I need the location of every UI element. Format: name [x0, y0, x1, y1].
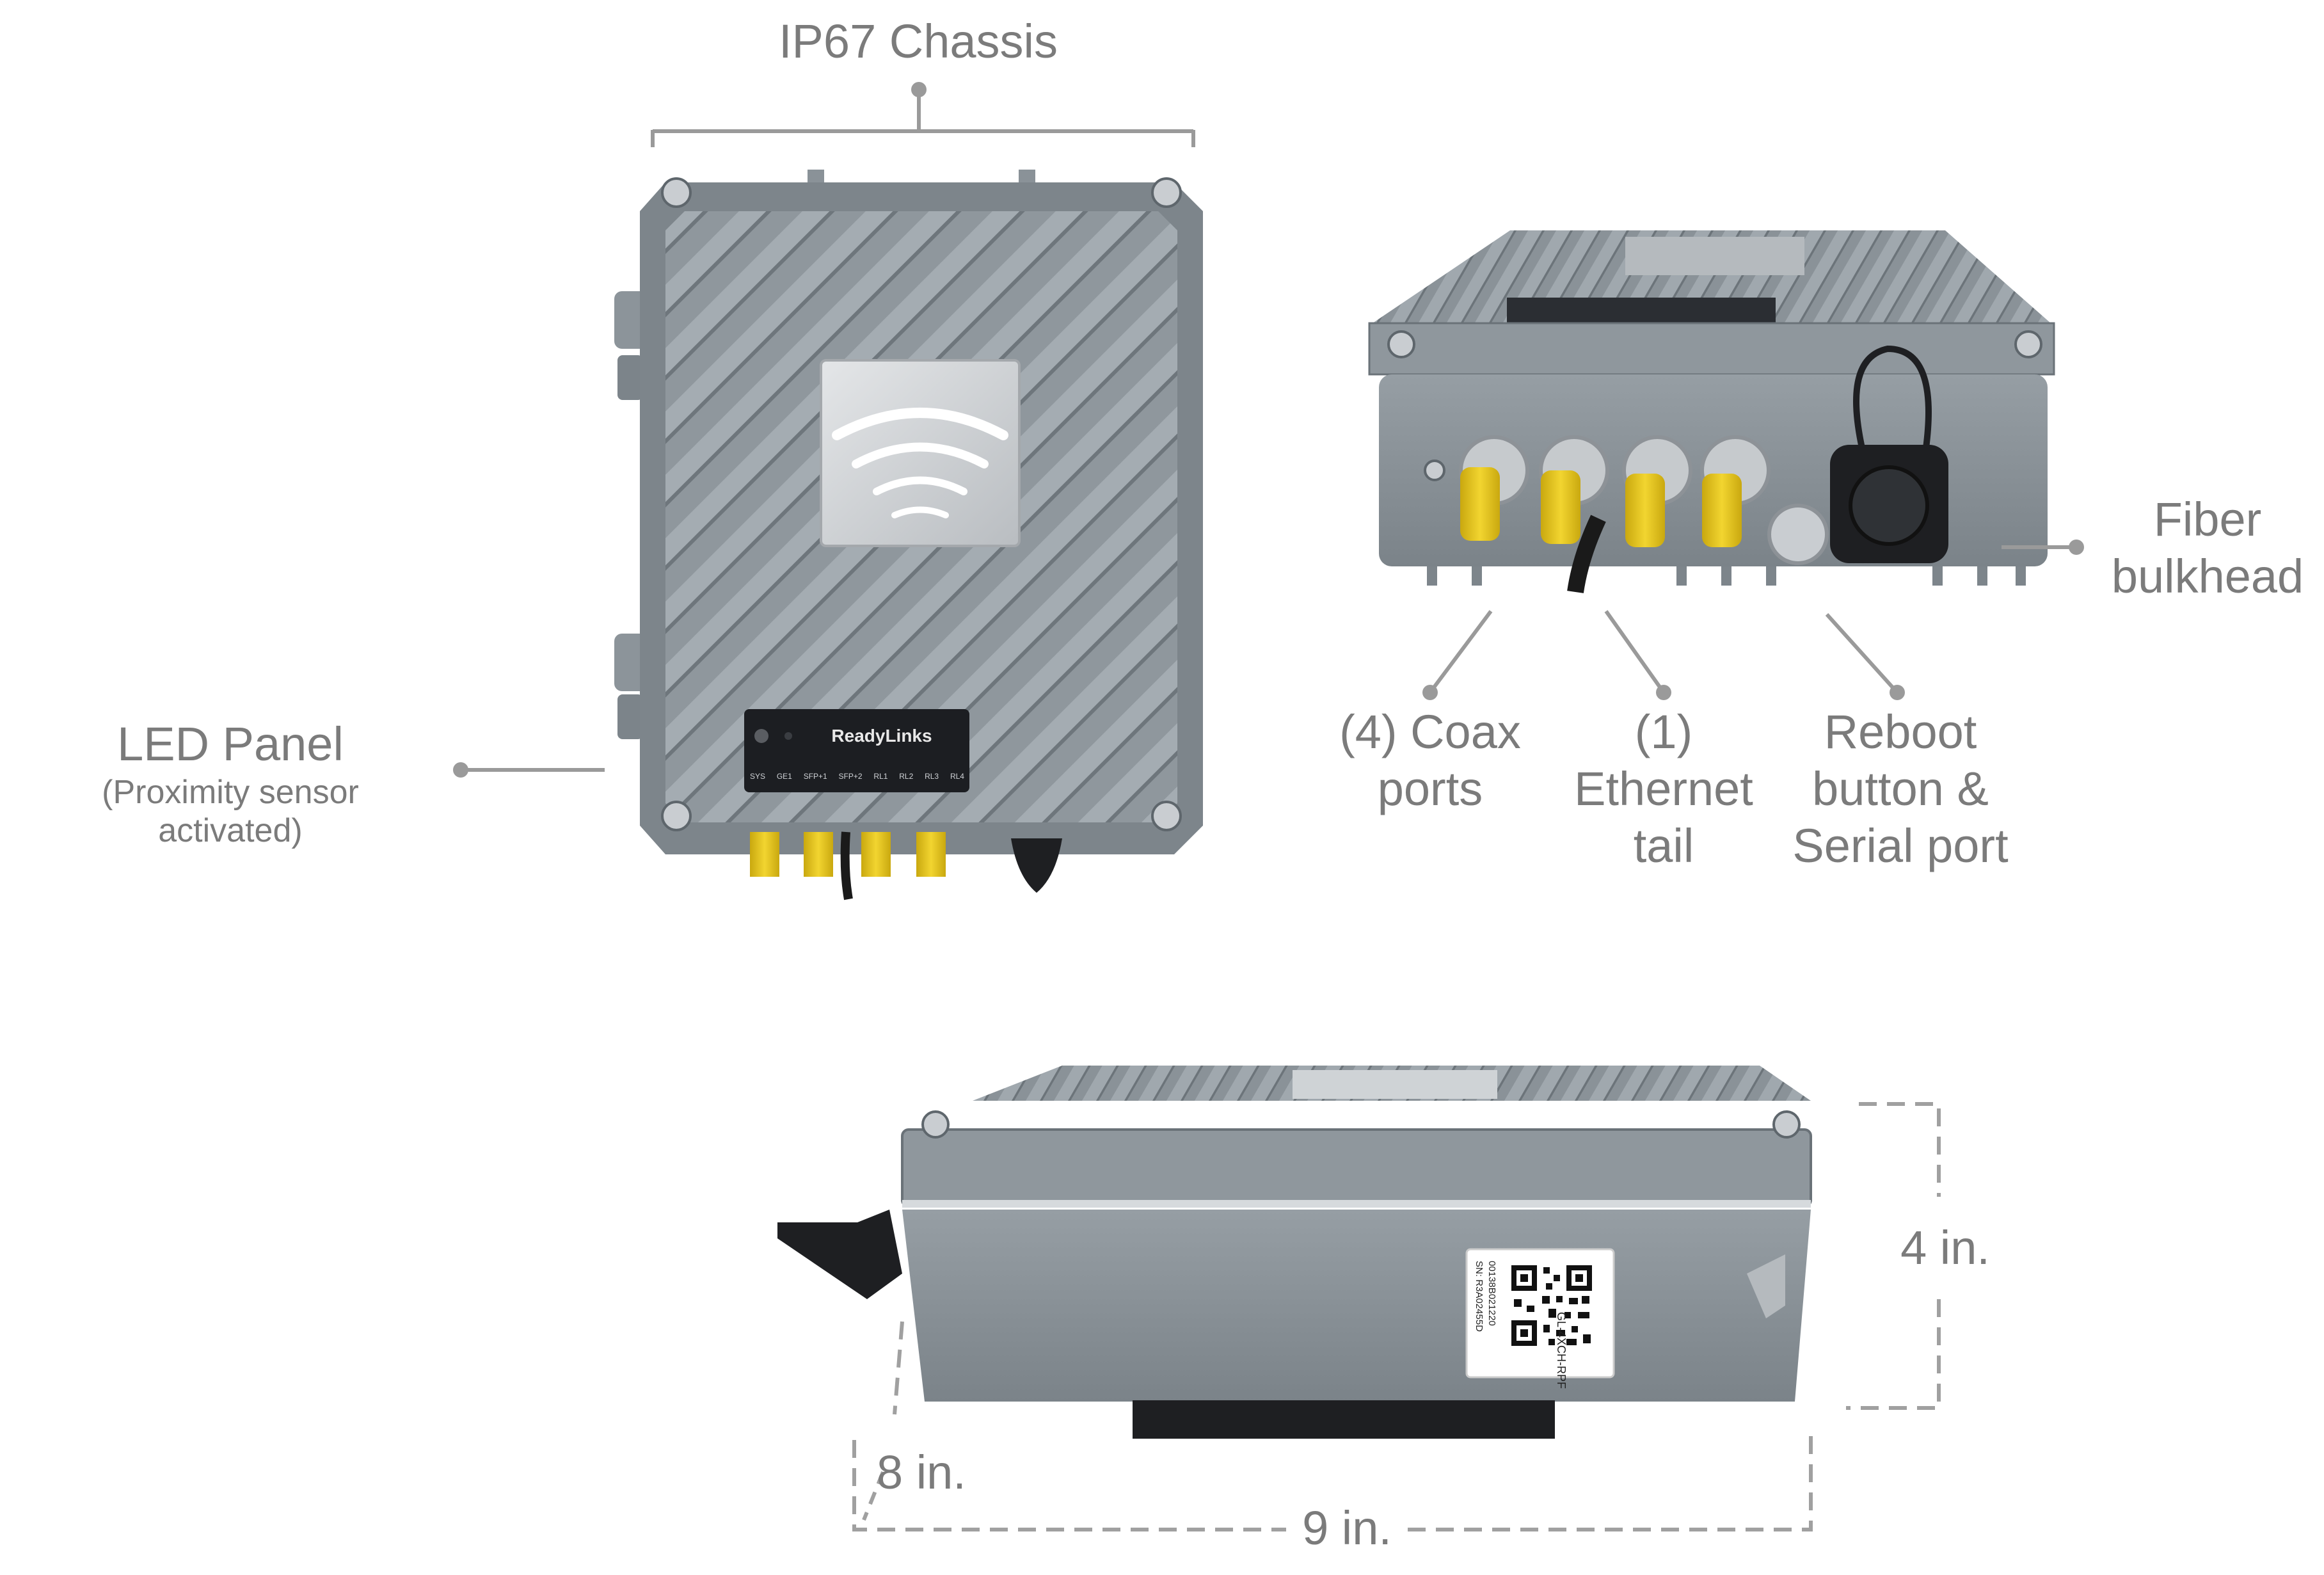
proximity-sensor	[754, 729, 768, 743]
side-fiber-cable	[777, 1210, 902, 1299]
fiber-label: Fiber bulkhead	[2092, 492, 2323, 605]
front-view	[614, 170, 1203, 900]
ethernet-label-line1: (1)	[1634, 705, 1693, 758]
front-coax-ports	[750, 832, 946, 877]
chassis-label: IP67 Chassis	[779, 15, 1058, 68]
depth-dimension-label: 8 in.	[877, 1446, 966, 1499]
front-fiber-bulkhead	[1011, 838, 1062, 893]
reboot-label-line1: Reboot	[1824, 705, 1977, 758]
reboot-label-line3: Serial port	[1792, 819, 2009, 872]
rear-coax-ports	[1459, 435, 1771, 547]
ports-view	[1368, 230, 2055, 593]
led-label: RL4	[950, 772, 964, 781]
brand-logo: ReadyLinks	[831, 726, 932, 746]
reboot-label: Reboot button & Serial port	[1766, 704, 2035, 874]
height-dimension-label: 4 in.	[1900, 1221, 1990, 1274]
ethernet-label-line2: Ethernet	[1574, 762, 1753, 815]
wifi-plate	[820, 359, 1021, 547]
sticker-text: GL-4XCH-RPF 00138B021220 SN: R3A02455D	[1472, 1254, 1593, 1389]
side-view-body	[902, 1210, 1811, 1402]
reboot-button	[1767, 504, 1829, 565]
reboot-label-line2: button &	[1812, 762, 1989, 815]
led-panel-sub2: activated)	[158, 811, 303, 849]
dimension-lines	[852, 1102, 1941, 1531]
coax-label-line1: (4) Coax	[1339, 705, 1521, 758]
sticker-model: GL-4XCH-RPF	[1555, 1312, 1568, 1389]
callout-lines	[453, 82, 2084, 778]
coax-label: (4) Coax ports	[1312, 704, 1548, 818]
qr-code	[1510, 1264, 1593, 1347]
led-panel-label: LED Panel (Proximity sensor activated)	[64, 717, 397, 851]
led-label: RL2	[899, 772, 914, 781]
led-label: RL1	[873, 772, 888, 781]
led-label: SFP+2	[838, 772, 863, 781]
led-label: SFP+1	[803, 772, 827, 781]
led-label: RL3	[925, 772, 939, 781]
led-label: GE1	[776, 772, 792, 781]
corner-screws	[661, 177, 1182, 831]
sticker-serial: SN: R3A02455D	[1474, 1261, 1484, 1332]
mounting-bracket	[1133, 1400, 1555, 1439]
fiber-label-line1: Fiber	[2153, 493, 2262, 546]
fiber-label-line2: bulkhead	[2111, 549, 2304, 603]
sticker-mac: 00138B021220	[1486, 1261, 1497, 1326]
hinge-bolt-bottom	[617, 694, 643, 739]
led-panel-sub1: (Proximity sensor	[102, 774, 359, 811]
led-indicator-labels: SYS GE1 SFP+1 SFP+2 RL1 RL2 RL3 RL4	[750, 772, 964, 781]
hinge-bolt-top	[617, 355, 643, 400]
ethernet-label: (1) Ethernet tail	[1548, 704, 1779, 874]
led-label: SYS	[750, 772, 766, 781]
width-dimension-label: 9 in.	[1302, 1501, 1392, 1555]
led-panel-title: LED Panel	[117, 717, 344, 771]
ethernet-label-line3: tail	[1633, 819, 1694, 872]
ethernet-tail	[1567, 515, 1606, 593]
side-view	[777, 1066, 1812, 1439]
coax-label-line2: ports	[1377, 762, 1483, 815]
led-panel	[744, 709, 969, 792]
wifi-icon	[832, 408, 1008, 518]
